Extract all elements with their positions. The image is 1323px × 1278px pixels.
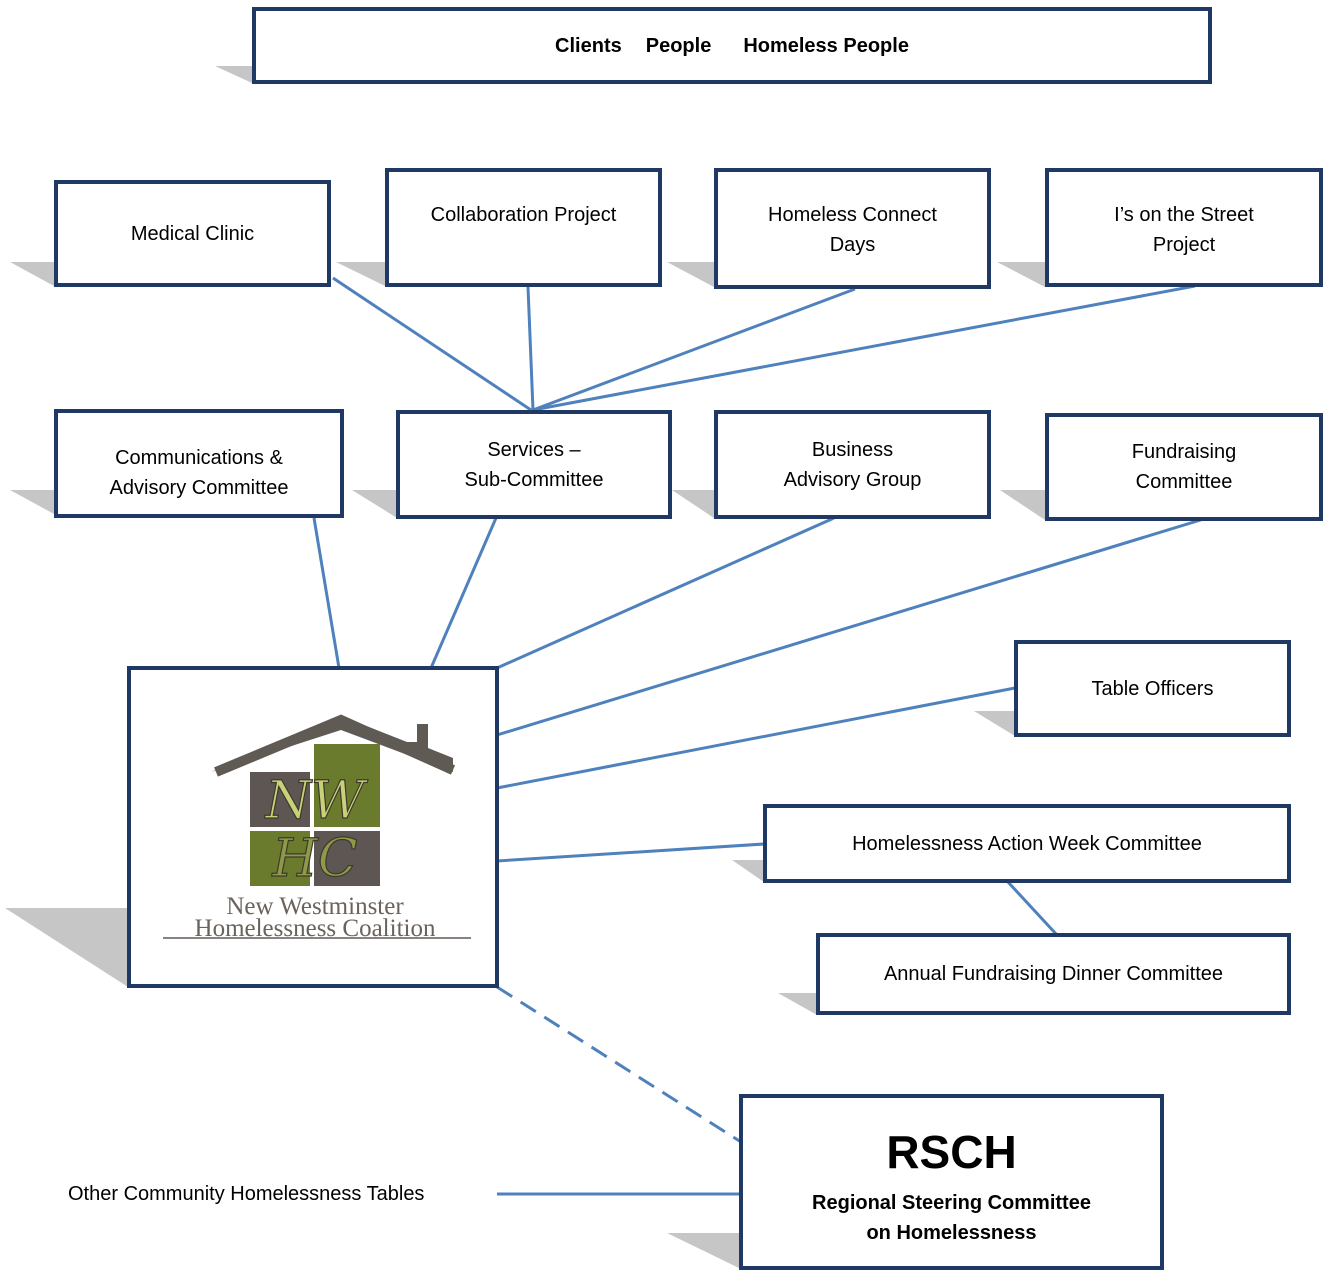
annual-dinner-committee-box: Annual Fundraising Dinner Committee [816, 933, 1291, 1015]
table-officers-label: Table Officers [1091, 678, 1214, 700]
logo-underline [163, 937, 471, 939]
fundraising-committee-box: Fundraising Committee [1045, 413, 1323, 521]
clients-label: Clients [555, 34, 622, 57]
homeless-connect-days-label: Homeless Connect Days [768, 204, 937, 256]
collaboration-project-label: Collaboration Project [430, 204, 617, 226]
services-subcommittee-label: Services – Sub-Committee [464, 438, 604, 491]
box-shadows [5, 66, 1045, 1268]
homeless-people-label: Homeless People [743, 34, 909, 57]
line-logo-to-rsch-dashed [496, 985, 742, 1144]
line-medical-to-services [332, 276, 532, 412]
annual-dinner-committee-label: Annual Fundraising Dinner Committee [883, 963, 1224, 985]
connector-lines [312, 276, 1208, 1196]
rsch-acronym: RSCH [886, 1126, 1017, 1178]
logo-monogram-bottom: HC [271, 829, 357, 889]
homeless-connect-days-box: Homeless Connect Days [714, 168, 991, 289]
line-services-to-logo [429, 517, 498, 669]
line-connect-to-services [532, 287, 856, 412]
medical-clinic-label: Medical Clinic [130, 222, 255, 245]
communications-committee-box: Communications & Advisory Committee [54, 409, 344, 518]
business-advisory-label: Business Advisory Group [783, 438, 922, 491]
logo-pane-top-left [250, 772, 310, 827]
line-collaboration-to-services [526, 286, 535, 411]
line-fundraising-to-logo [496, 516, 1208, 737]
line-actionweek-to-dinner [1006, 880, 1059, 937]
logo-wordmark-line2: Homelessness Coalition [195, 915, 436, 940]
eyes-on-street-label: I’s on the Street Project [1114, 204, 1254, 256]
action-week-committee-label: Homelessness Action Week Committee [852, 832, 1202, 855]
clients-header-box: Clients People Homeless People [252, 7, 1212, 84]
logo-wordmark-line1: New Westminster [226, 893, 404, 920]
collaboration-project-box: Collaboration Project [385, 168, 662, 287]
fundraising-committee-label: Fundraising Committee [1131, 441, 1237, 493]
action-week-committee-box: Homelessness Action Week Committee [763, 804, 1291, 883]
coalition-logo-box: NW HC New Westminster Homelessness Coali… [127, 666, 499, 988]
line-streets-to-services [532, 284, 1196, 412]
line-officers-to-logo [496, 686, 1016, 790]
line-communications-to-logo [312, 517, 341, 669]
table-officers-box: Table Officers [1014, 640, 1291, 737]
rsch-full-name: Regional Steering Committee on Homelessn… [812, 1192, 1091, 1244]
rsch-box: RSCH Regional Steering Committee on Home… [739, 1094, 1164, 1270]
communications-committee-label: Communications & Advisory Committee [109, 447, 289, 499]
business-advisory-box: Business Advisory Group [714, 410, 991, 519]
logo-pane-bottom-left [250, 831, 310, 886]
logo-pane-top-right [314, 744, 380, 827]
people-label: People [645, 34, 712, 57]
services-subcommittee-box: Services – Sub-Committee [396, 410, 672, 519]
logo-monogram-top: NW [264, 771, 369, 831]
eyes-on-street-box: I’s on the Street Project [1045, 168, 1323, 287]
logo-pane-bottom-right [314, 831, 380, 886]
coalition-logo: NW HC New Westminster Homelessness Coali… [195, 714, 456, 940]
other-community-tables-label: Other Community Homelessness Tables [68, 1183, 425, 1205]
line-business-to-logo [496, 516, 835, 670]
line-actionweek-to-logo [496, 842, 765, 863]
medical-clinic-box: Medical Clinic [54, 180, 331, 287]
